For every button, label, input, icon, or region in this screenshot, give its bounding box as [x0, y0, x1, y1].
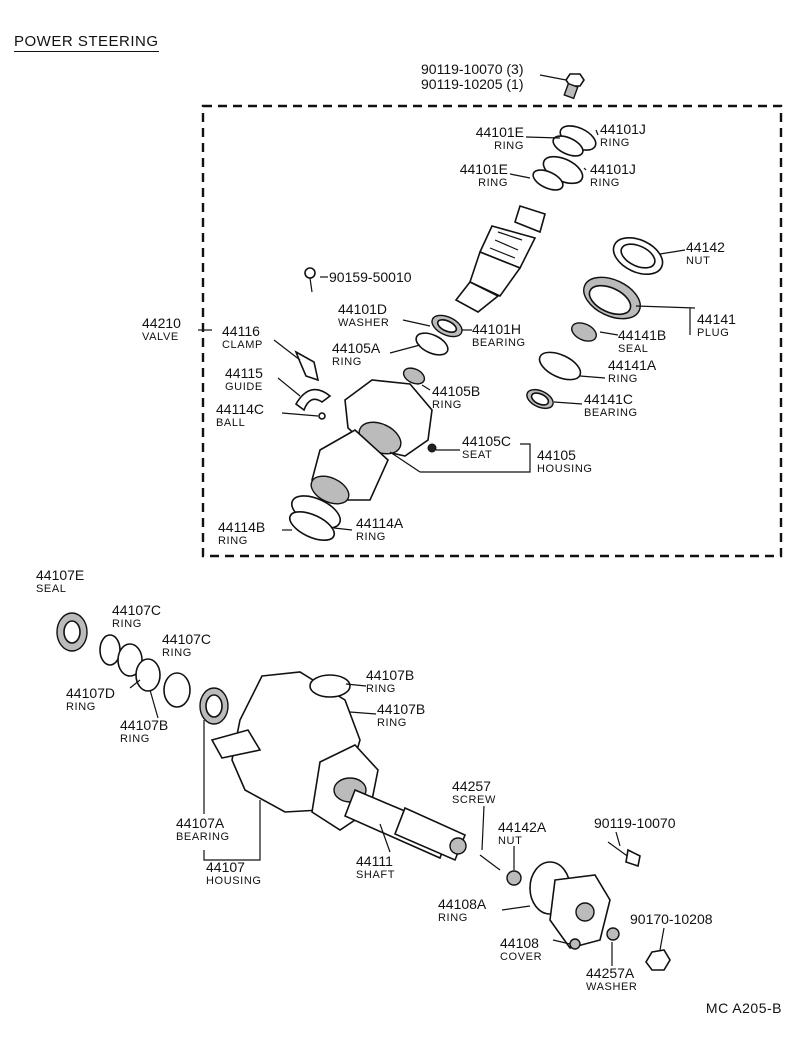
cover-parts-drawing — [479, 841, 671, 971]
leader-lines — [129, 74, 696, 966]
washers-bearings-drawing — [402, 314, 463, 385]
sector-shaft-drawing — [343, 788, 467, 862]
label-bolt-90119-10070-lower: 90119-10070 — [594, 815, 676, 831]
rings-44101-drawing — [532, 125, 597, 191]
top-bolt-drawing — [563, 73, 585, 100]
page-title: POWER STEERING — [14, 33, 159, 52]
gear-housing-seals-drawing — [56, 612, 229, 725]
valve-group-border — [201, 104, 783, 558]
label-bolt-90119-10070: 90119-10070 (3) — [421, 61, 524, 77]
valve-shaft-drawing — [454, 204, 546, 313]
nut-plug-drawing — [526, 237, 664, 410]
clamp-bolt-drawing — [294, 267, 332, 420]
valve-housing-drawing — [310, 379, 437, 505]
diagram-code: MC A205-B — [705, 1000, 782, 1016]
label-bolt-90119-10205: 90119-10205 (1) — [421, 76, 524, 92]
label-bolt-90159-50010: 90159-50010 — [329, 269, 412, 285]
rings-44114-drawing — [288, 495, 341, 542]
label-nut-90170-10208: 90170-10208 — [630, 911, 713, 927]
